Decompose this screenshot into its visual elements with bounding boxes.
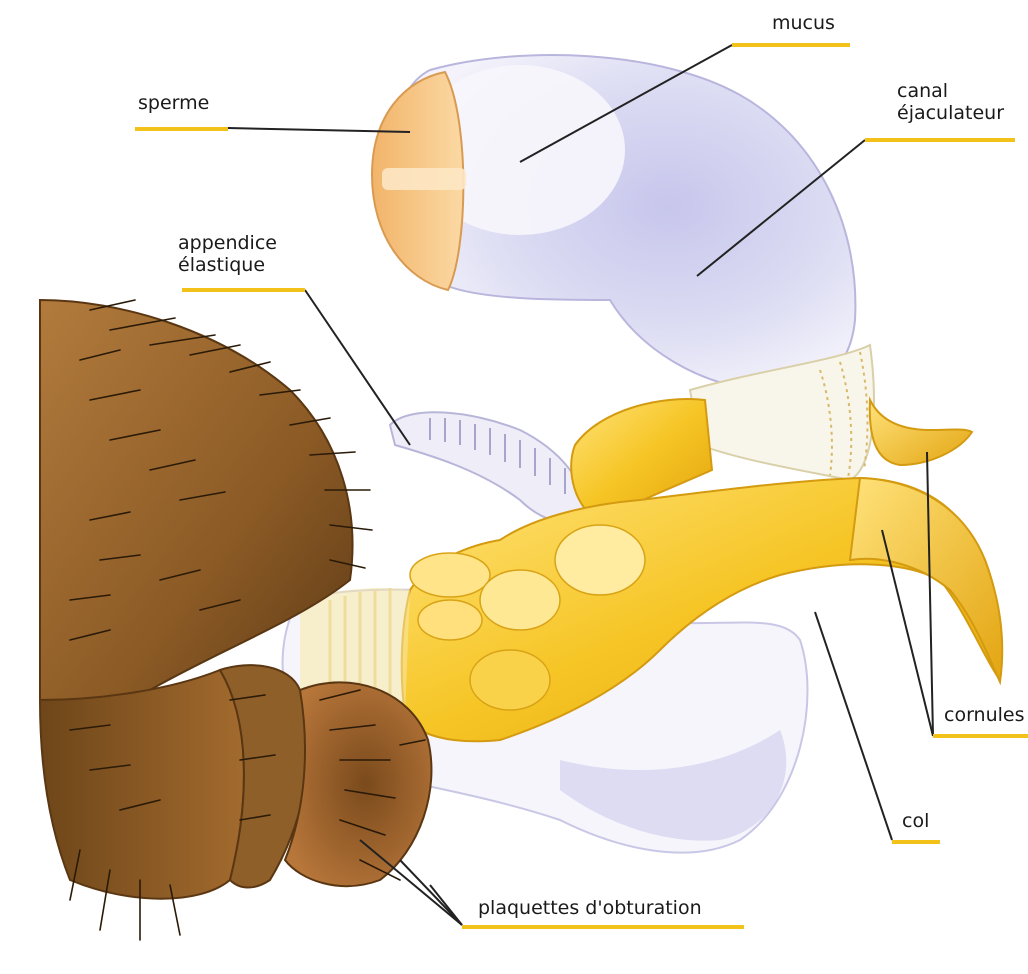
- lobe-3: [480, 570, 560, 630]
- label-bar-col: [892, 840, 940, 844]
- abdomen-segment-lower: [40, 670, 244, 899]
- leader-col: [815, 612, 892, 840]
- label-plaquettes: plaquettes d'obturation: [478, 897, 702, 919]
- leader-plaquettes-b: [400, 860, 462, 925]
- label-bar-plaquettes: [462, 925, 744, 929]
- label-bar-canal: [865, 138, 1015, 142]
- cornule-small: [870, 400, 972, 465]
- lobe-4: [555, 525, 645, 595]
- lobe-1: [410, 553, 490, 597]
- label-bar-appendice: [182, 288, 305, 292]
- label-mucus: mucus: [772, 12, 835, 34]
- lobe-2: [418, 600, 482, 640]
- leader-appendice: [305, 290, 410, 445]
- label-bar-mucus: [732, 43, 850, 47]
- label-bar-cornules: [933, 734, 1028, 738]
- leader-plaquettes-c: [430, 885, 462, 925]
- label-canal: canal: [897, 80, 948, 102]
- sperm-band: [382, 168, 466, 190]
- obturation-plate: [285, 682, 431, 886]
- label-cornules: cornules: [944, 704, 1025, 726]
- label-bar-sperme: [135, 127, 228, 131]
- label-appendice: appendice: [178, 232, 277, 254]
- label-elastique: élastique: [178, 254, 265, 276]
- cornule-large: [850, 478, 1002, 682]
- label-ejaculateur: éjaculateur: [897, 102, 1004, 124]
- lobe-5: [470, 650, 550, 710]
- label-col: col: [902, 810, 929, 832]
- label-sperme: sperme: [138, 92, 209, 114]
